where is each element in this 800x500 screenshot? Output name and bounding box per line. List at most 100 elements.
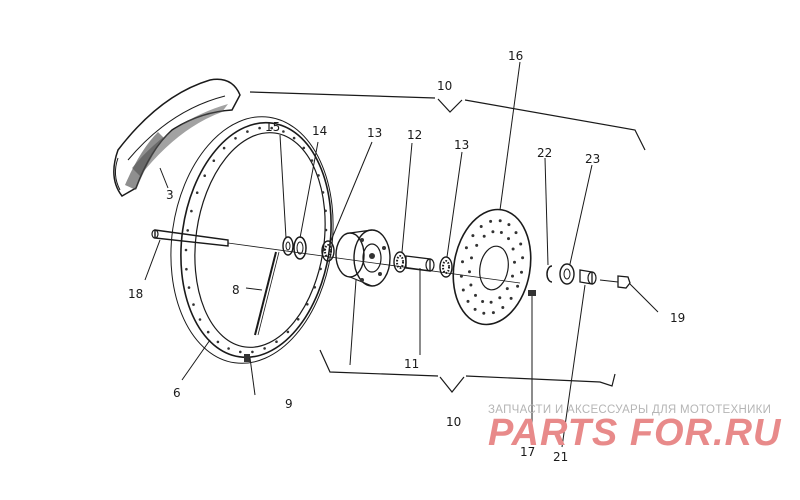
assembly-bracket xyxy=(249,91,646,393)
callout-11: 11 xyxy=(404,357,419,371)
axle xyxy=(151,229,521,284)
spoke-hole xyxy=(313,286,317,289)
spoke xyxy=(254,251,280,336)
disc-hole xyxy=(498,219,502,223)
spoke-hole xyxy=(198,318,202,321)
disc-hole xyxy=(498,296,502,300)
spoke-hole xyxy=(227,347,230,350)
disc-hole xyxy=(521,256,525,260)
callout-13-left: 13 xyxy=(367,126,382,140)
axle-spacer xyxy=(282,236,294,256)
bearing-right xyxy=(439,256,453,278)
spoke-hole xyxy=(239,350,242,354)
watermark-tagline: ЗАПЧАСТИ И АКСЕССУАРЫ ДЛЯ МОТОТЕХНИКИ xyxy=(488,404,772,416)
brake-disc-holes xyxy=(459,219,525,315)
bearing-center xyxy=(393,251,407,273)
tyre-section xyxy=(113,78,241,197)
spoke-nipple xyxy=(244,354,250,362)
spoke-hole xyxy=(275,340,278,344)
disc-hole xyxy=(474,293,477,297)
spoke-hole xyxy=(251,350,254,354)
distance-sleeve xyxy=(405,255,435,272)
brake-disc xyxy=(452,208,532,326)
spoke-hole xyxy=(302,146,306,150)
callout-6: 6 xyxy=(173,386,181,400)
spoke-hole xyxy=(187,286,191,289)
disc-hole xyxy=(516,284,520,288)
disc-hole xyxy=(514,231,518,235)
callout-13-right: 13 xyxy=(454,138,469,152)
spoke-hole xyxy=(216,340,220,344)
spoke-hole xyxy=(234,137,237,140)
disc-hole xyxy=(489,219,493,223)
disc-hole xyxy=(489,300,493,304)
disc-hole xyxy=(469,283,473,287)
leader-lines xyxy=(144,61,659,448)
bearing-outer xyxy=(559,263,575,285)
callout-23: 23 xyxy=(585,152,600,166)
spoke-hole xyxy=(185,267,188,271)
spoke-hole xyxy=(246,130,249,133)
spoke-hole xyxy=(324,209,327,213)
disc-hole xyxy=(470,256,473,260)
spoke-hole xyxy=(190,209,193,213)
callout-15: 15 xyxy=(265,120,280,134)
disc-hole xyxy=(459,274,463,278)
disc-hole xyxy=(479,225,483,228)
spoke-hole xyxy=(317,174,320,177)
disc-hole xyxy=(471,234,475,238)
spoke-hole xyxy=(195,191,199,194)
spoke-hole xyxy=(212,159,216,162)
disc-hole xyxy=(509,296,513,300)
callout-16: 16 xyxy=(508,49,523,63)
wheel-rim xyxy=(170,116,334,364)
spoke-hole xyxy=(296,318,300,321)
callout-14: 14 xyxy=(312,124,327,138)
spoke-hole xyxy=(203,174,206,177)
disc-hole xyxy=(511,274,514,278)
spoke-hole xyxy=(321,191,325,194)
spoke-hole xyxy=(319,267,322,271)
spoke-hole xyxy=(222,146,226,150)
disc-hole xyxy=(513,260,516,264)
callout-10-bottom: 10 xyxy=(446,415,461,429)
disc-hole xyxy=(468,270,471,274)
circlip xyxy=(546,265,553,283)
disc-hole xyxy=(505,287,509,291)
disc-hole xyxy=(520,270,523,274)
spoke-hole xyxy=(292,136,296,140)
wheel-hub xyxy=(335,229,391,287)
spoke-hole xyxy=(206,330,210,334)
spoke-hole xyxy=(184,248,188,252)
spoke-hole xyxy=(306,303,309,306)
wheel-spacer xyxy=(579,269,597,285)
spoke-hole xyxy=(286,330,290,334)
callout-18: 18 xyxy=(128,287,143,301)
spoke-hole xyxy=(263,347,266,350)
callout-10-top: 10 xyxy=(437,79,452,93)
spoke-hole xyxy=(270,126,274,130)
disc-hole xyxy=(491,311,495,315)
disc-hole xyxy=(482,311,486,315)
spoke-hole xyxy=(282,130,285,133)
disc-hole xyxy=(466,299,470,303)
disc-hole xyxy=(475,243,479,247)
disc-hole xyxy=(461,260,464,264)
disc-hole xyxy=(482,234,486,238)
spoke-hole xyxy=(324,228,328,232)
oil-seal xyxy=(293,236,307,260)
callout-8: 8 xyxy=(232,283,240,297)
spoke-hole xyxy=(192,303,195,306)
disc-hole xyxy=(464,246,468,250)
disc-hole xyxy=(501,306,505,309)
callout-17: 17 xyxy=(520,445,535,459)
disc-hole xyxy=(511,247,515,251)
callout-19: 19 xyxy=(670,311,685,325)
disc-hole xyxy=(491,230,495,234)
callout-22: 22 xyxy=(537,146,552,160)
callout-3: 3 xyxy=(166,188,174,202)
axle-nut xyxy=(599,275,631,289)
watermark-brand-logo: PARTS FOR.RU xyxy=(488,412,782,454)
disc-hole xyxy=(499,231,503,234)
spoke-hole xyxy=(186,229,189,232)
